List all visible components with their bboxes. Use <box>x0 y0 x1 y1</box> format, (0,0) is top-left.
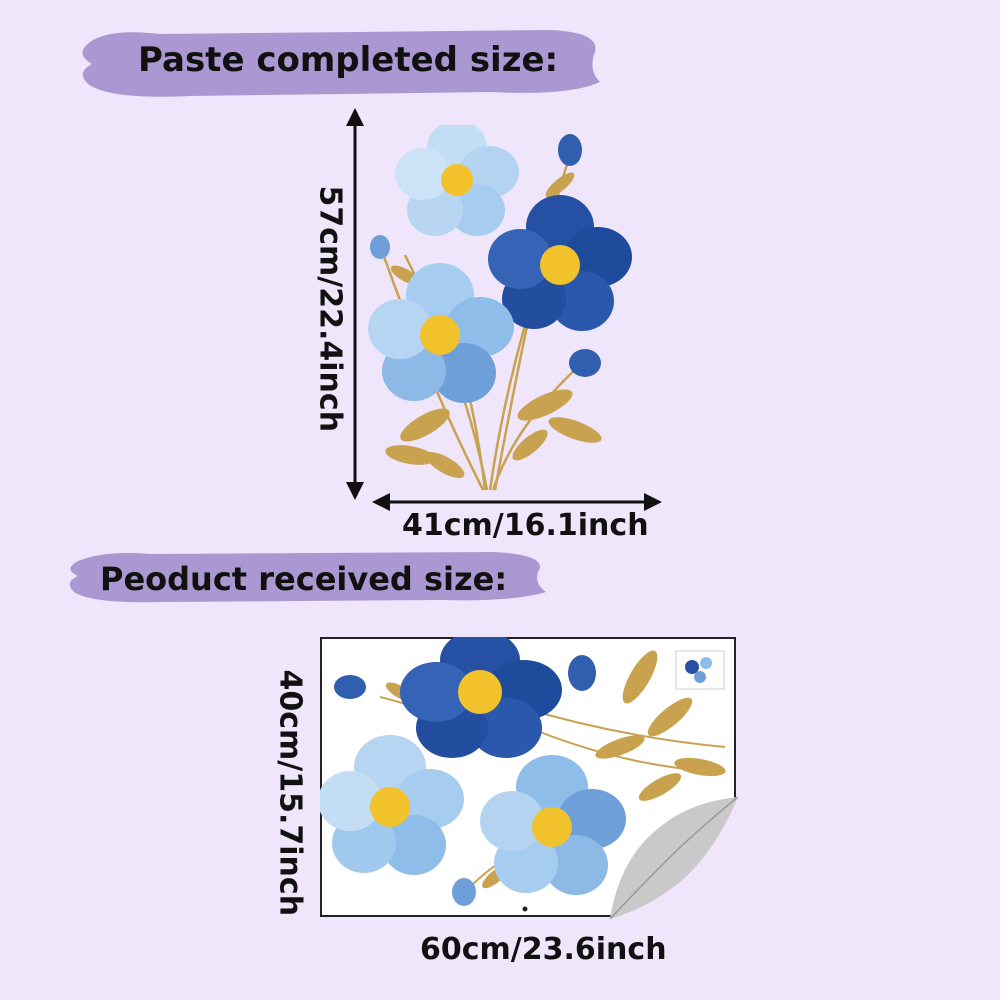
peel-corner-icon <box>609 796 738 919</box>
horizontal-arrow-icon <box>372 493 662 511</box>
received-sticker-sheet <box>320 637 738 919</box>
paste-size-heading: Paste completed size: <box>138 40 559 80</box>
thumbnail-icon <box>675 650 725 690</box>
paste-width-label: 41cm/16.1inch <box>402 508 649 543</box>
received-width-label: 60cm/23.6inch <box>420 932 667 967</box>
paste-banner-brush <box>82 30 601 97</box>
paste-height-label: 57cm/22.4inch <box>312 185 348 433</box>
received-height-label: 40cm/15.7inch <box>272 669 308 917</box>
received-banner-brush <box>69 552 546 603</box>
paste-flower-illustration <box>368 125 632 491</box>
vertical-arrow-icon <box>346 108 364 500</box>
received-size-heading: Peoduct received size: <box>100 560 508 598</box>
